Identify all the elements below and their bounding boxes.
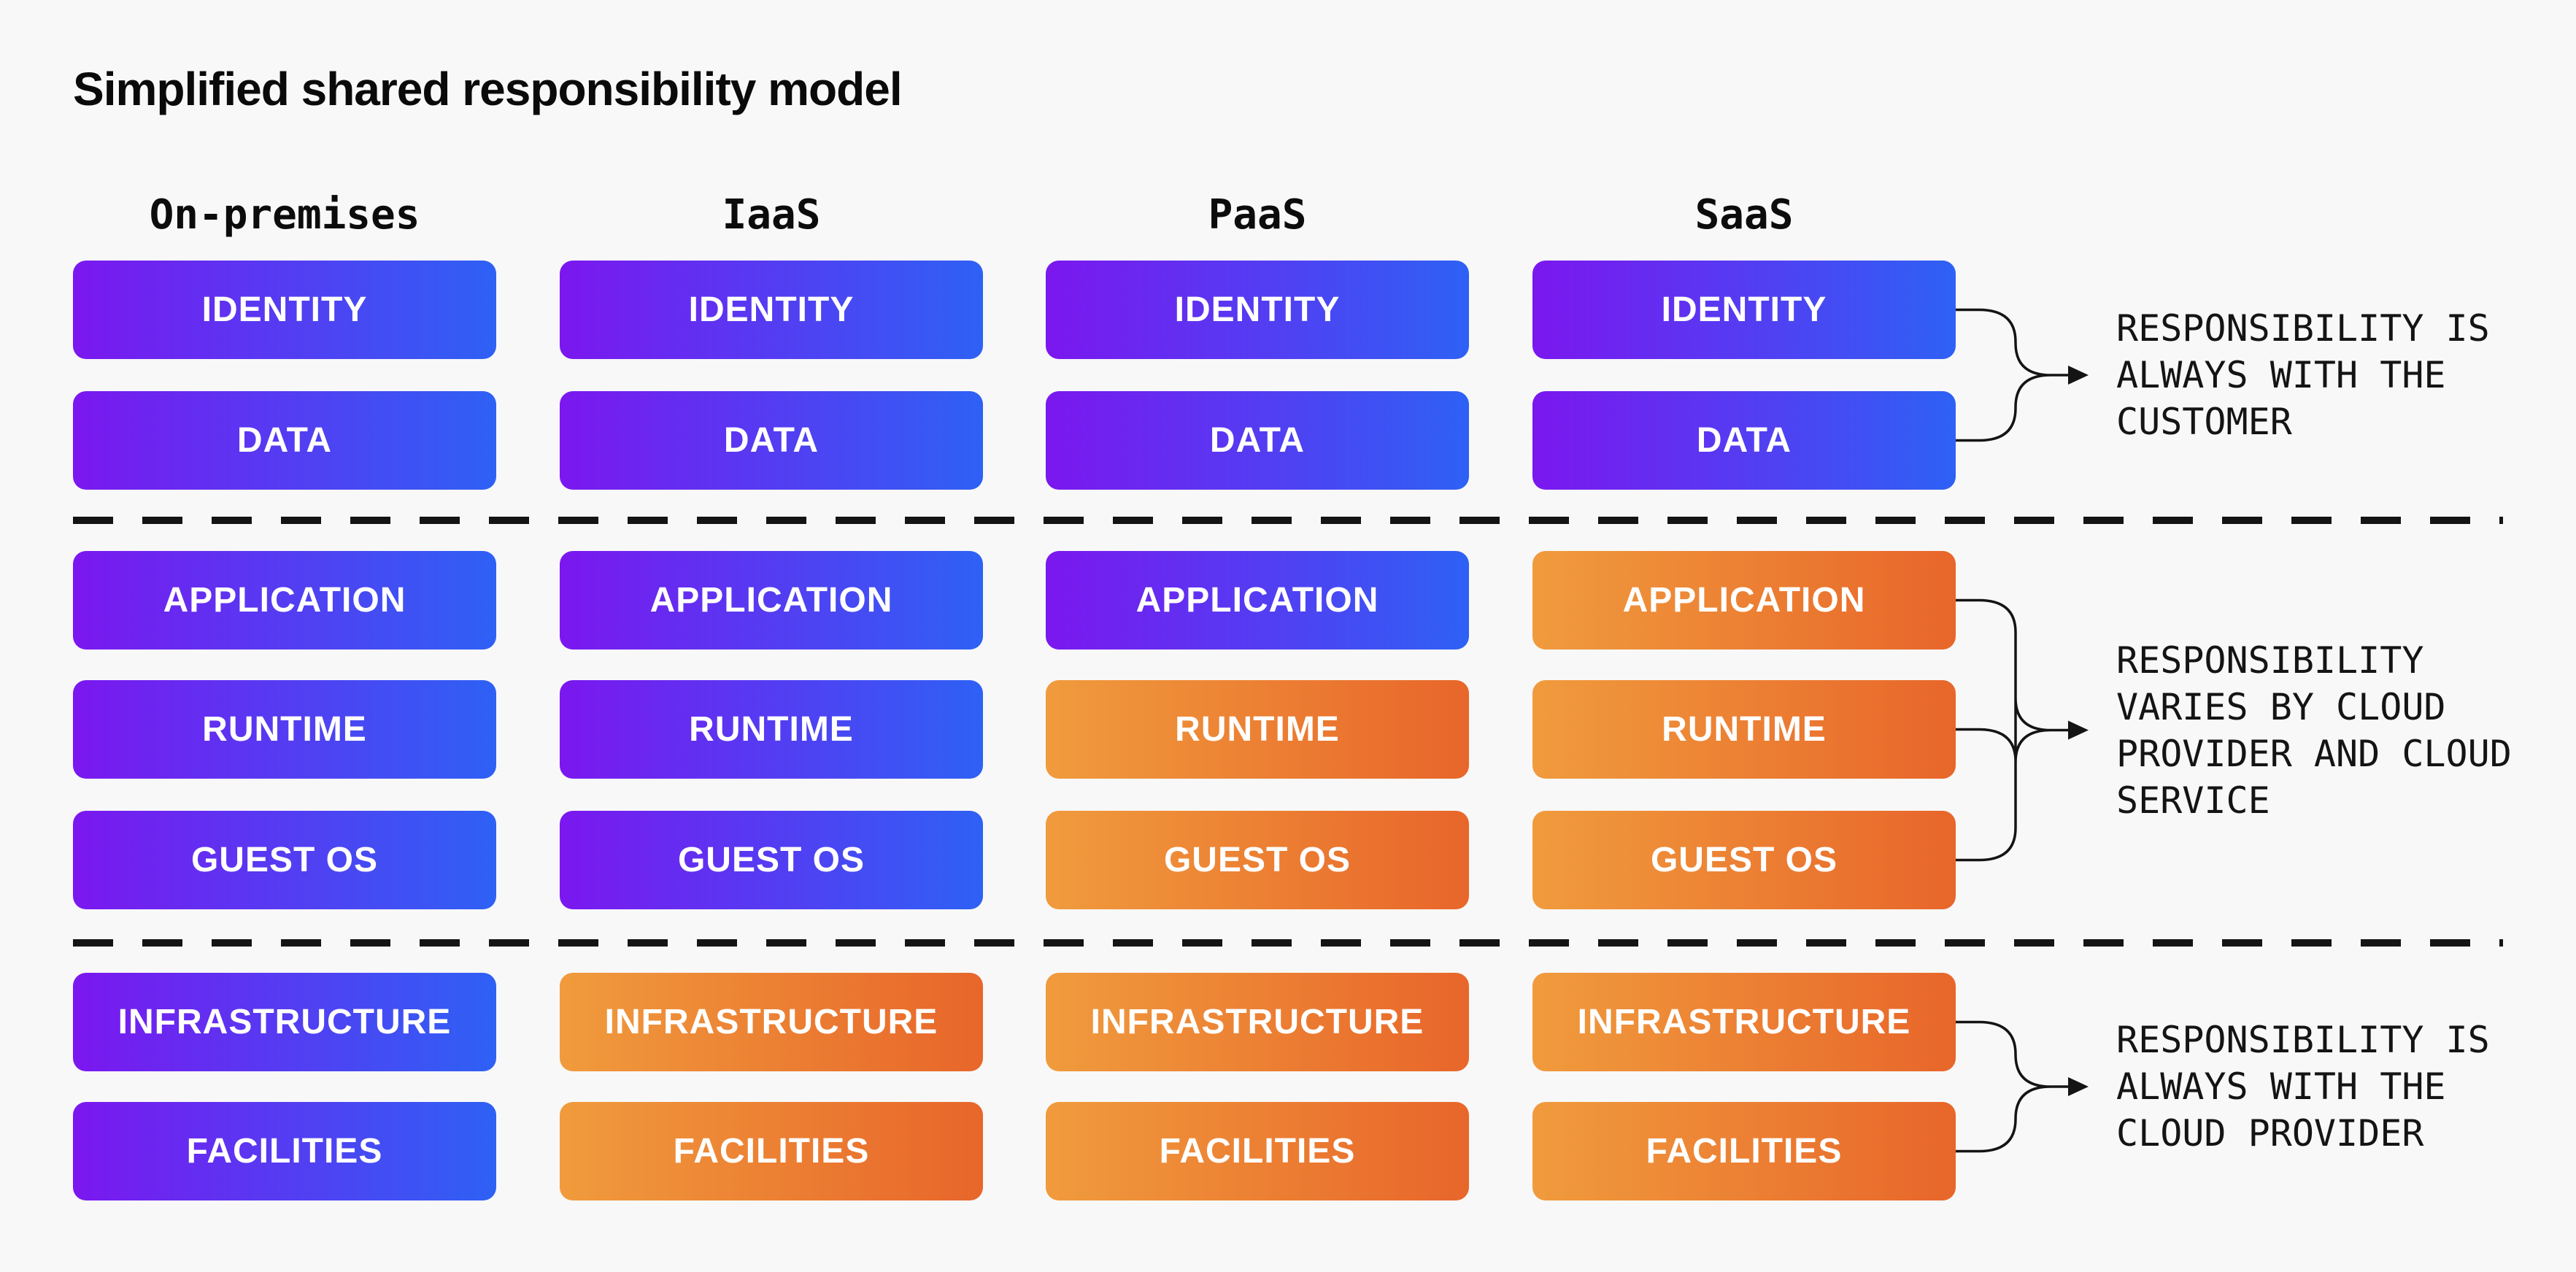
annotation-line: ALWAYS WITH THE [2116,354,2446,396]
cell-paas-data: DATA [1046,391,1469,490]
bracket-group-2 [1956,598,2068,862]
cell-paas-guest-os: GUEST OS [1046,811,1469,909]
column-header-iaas: IaaS [722,190,821,239]
cell-on-premises-facilities: FACILITIES [73,1102,496,1200]
cell-on-premises-data: DATA [73,391,496,490]
cell-iaas-data: DATA [560,391,983,490]
annotation-line: SERVICE [2116,779,2270,822]
arrowhead-icon-group-2 [2068,720,2089,740]
arrowhead-icon-group-3 [2068,1077,2089,1096]
page-title: Simplified shared responsibility model [73,63,903,115]
cell-saas-infrastructure: INFRASTRUCTURE [1532,973,1956,1071]
cell-on-premises-runtime: RUNTIME [73,680,496,779]
annotation-line: VARIES BY CLOUD [2116,685,2446,728]
column-header-paas: PaaS [1208,190,1307,239]
cell-saas-data: DATA [1532,391,1956,490]
cell-iaas-runtime: RUNTIME [560,680,983,779]
annotation-line: CLOUD PROVIDER [2116,1112,2424,1155]
cell-iaas-guest-os: GUEST OS [560,811,983,909]
cell-paas-identity: IDENTITY [1046,261,1469,359]
bracket-group-1 [1956,308,2068,442]
annotation-line: PROVIDER AND CLOUD [2116,732,2512,775]
annotation-line: RESPONSIBILITY IS [2116,1019,2490,1061]
annotation-line: ALWAYS WITH THE [2116,1065,2446,1108]
column-header-saas: SaaS [1694,190,1794,239]
annotation-line: CUSTOMER [2116,401,2292,443]
cell-paas-runtime: RUNTIME [1046,680,1469,779]
cell-saas-runtime: RUNTIME [1532,680,1956,779]
annotation-line: RESPONSIBILITY IS [2116,307,2490,350]
cell-saas-application: APPLICATION [1532,551,1956,650]
cell-saas-guest-os: GUEST OS [1532,811,1956,909]
cell-iaas-facilities: FACILITIES [560,1102,983,1200]
cell-on-premises-identity: IDENTITY [73,261,496,359]
cell-on-premises-application: APPLICATION [73,551,496,650]
arrowhead-icon-group-1 [2068,366,2089,385]
cell-paas-infrastructure: INFRASTRUCTURE [1046,973,1469,1071]
bracket-group-3 [1956,1020,2068,1153]
cell-iaas-identity: IDENTITY [560,261,983,359]
cell-paas-facilities: FACILITIES [1046,1102,1469,1200]
cell-on-premises-infrastructure: INFRASTRUCTURE [73,973,496,1071]
cell-iaas-infrastructure: INFRASTRUCTURE [560,973,983,1071]
annotation-line: RESPONSIBILITY [2116,639,2424,682]
cell-on-premises-guest-os: GUEST OS [73,811,496,909]
cell-saas-identity: IDENTITY [1532,261,1956,359]
cell-iaas-application: APPLICATION [560,551,983,650]
column-header-on-premises: On-premises [149,190,420,239]
cell-paas-application: APPLICATION [1046,551,1469,650]
cell-saas-facilities: FACILITIES [1532,1102,1956,1200]
